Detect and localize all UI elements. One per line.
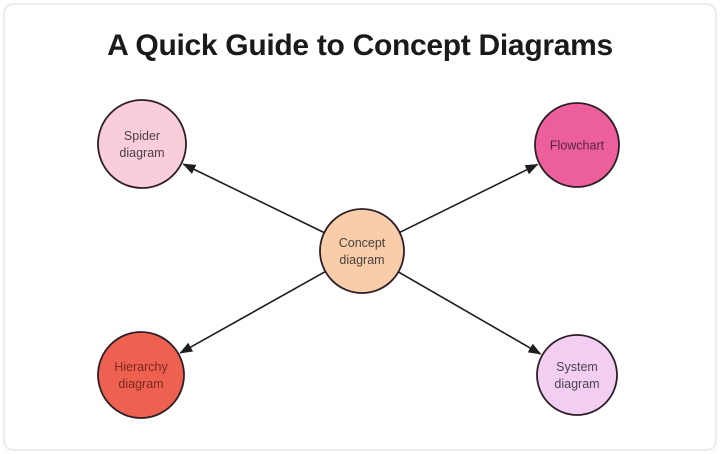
node-hierarchy-label: diagram (118, 377, 163, 391)
edge-concept-to-spider (182, 163, 325, 234)
node-concept-circle (319, 208, 405, 294)
edge-concept-to-hierarchy (179, 270, 326, 354)
node-flowchart: Flowchart (534, 102, 620, 188)
node-flowchart-circle (534, 102, 620, 188)
node-hierarchy-circle (97, 331, 185, 419)
node-hierarchy-label: Hierarchy (114, 360, 168, 374)
node-system-label: System (556, 360, 598, 374)
node-flowchart-label: Flowchart (550, 139, 605, 153)
node-spider-label: Spider (124, 129, 160, 143)
node-spider: Spider diagram (97, 99, 187, 189)
node-concept: Concept diagram (319, 208, 405, 294)
edge-concept-to-flowchart (399, 163, 539, 234)
node-spider-label: diagram (119, 146, 164, 160)
node-hierarchy: Hierarchy diagram (97, 331, 185, 419)
page-title: A Quick Guide to Concept Diagrams (107, 29, 613, 62)
node-concept-label: Concept (339, 236, 386, 250)
node-system-label: diagram (554, 377, 599, 391)
node-spider-circle (97, 99, 187, 189)
node-concept-label: diagram (339, 253, 384, 267)
edge-concept-to-system (397, 271, 542, 355)
node-system: System diagram (536, 334, 618, 416)
node-system-circle (536, 334, 618, 416)
